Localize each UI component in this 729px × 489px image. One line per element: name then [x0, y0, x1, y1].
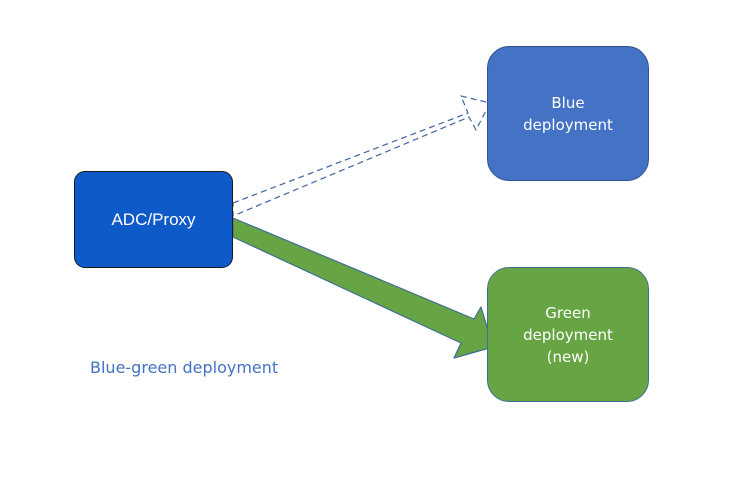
- adc-proxy-label: ADC/Proxy: [111, 209, 196, 229]
- blue-deployment-label-line2: deployment: [523, 115, 613, 134]
- green-deployment-label-line2: deployment: [523, 325, 613, 344]
- blue-deployment-node: Blue deployment: [487, 46, 649, 181]
- blue-deployment-label-line1: Blue: [551, 93, 585, 112]
- adc-proxy-node: ADC/Proxy: [74, 171, 233, 268]
- green-deployment-label-line3: (new): [546, 347, 590, 366]
- green-deployment-node: Green deployment (new): [487, 267, 649, 402]
- green-arrow-to-green: [232, 217, 494, 359]
- diagram-caption: Blue-green deployment: [90, 358, 279, 377]
- green-deployment-label-line1: Green: [545, 303, 591, 322]
- dashed-arrow-to-blue: [232, 95, 491, 217]
